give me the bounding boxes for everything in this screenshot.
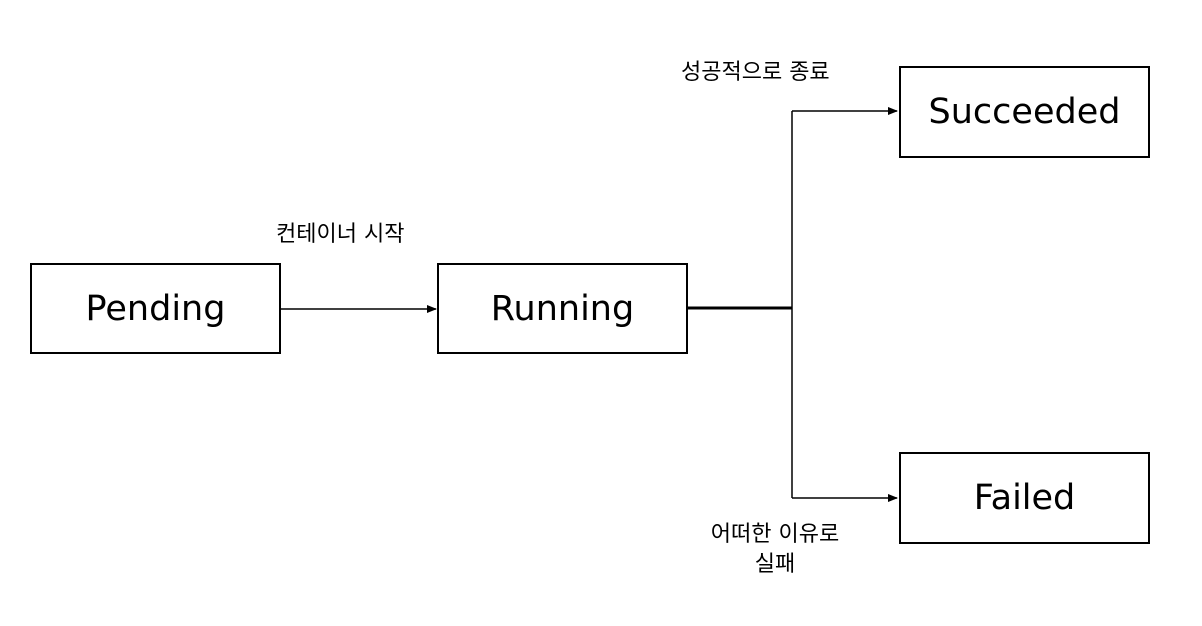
transition-label-fail: 어떠한 이유로 실패 (690, 520, 860, 580)
state-pending-label: Pending (85, 288, 226, 329)
state-running: Running (437, 263, 688, 354)
transition-label-fail-line1: 어떠한 이유로 (710, 522, 840, 547)
state-succeeded: Succeeded (899, 66, 1150, 158)
state-running-label: Running (490, 288, 635, 329)
transition-label-fail-line2: 실패 (754, 552, 796, 577)
state-failed-label: Failed (973, 478, 1076, 518)
state-succeeded-label: Succeeded (928, 92, 1121, 132)
state-failed: Failed (899, 452, 1150, 544)
transition-label-success: 성공적으로 종료 (681, 60, 830, 85)
state-pending: Pending (30, 263, 281, 354)
transition-label-start-container: 컨테이너 시작 (276, 222, 405, 247)
